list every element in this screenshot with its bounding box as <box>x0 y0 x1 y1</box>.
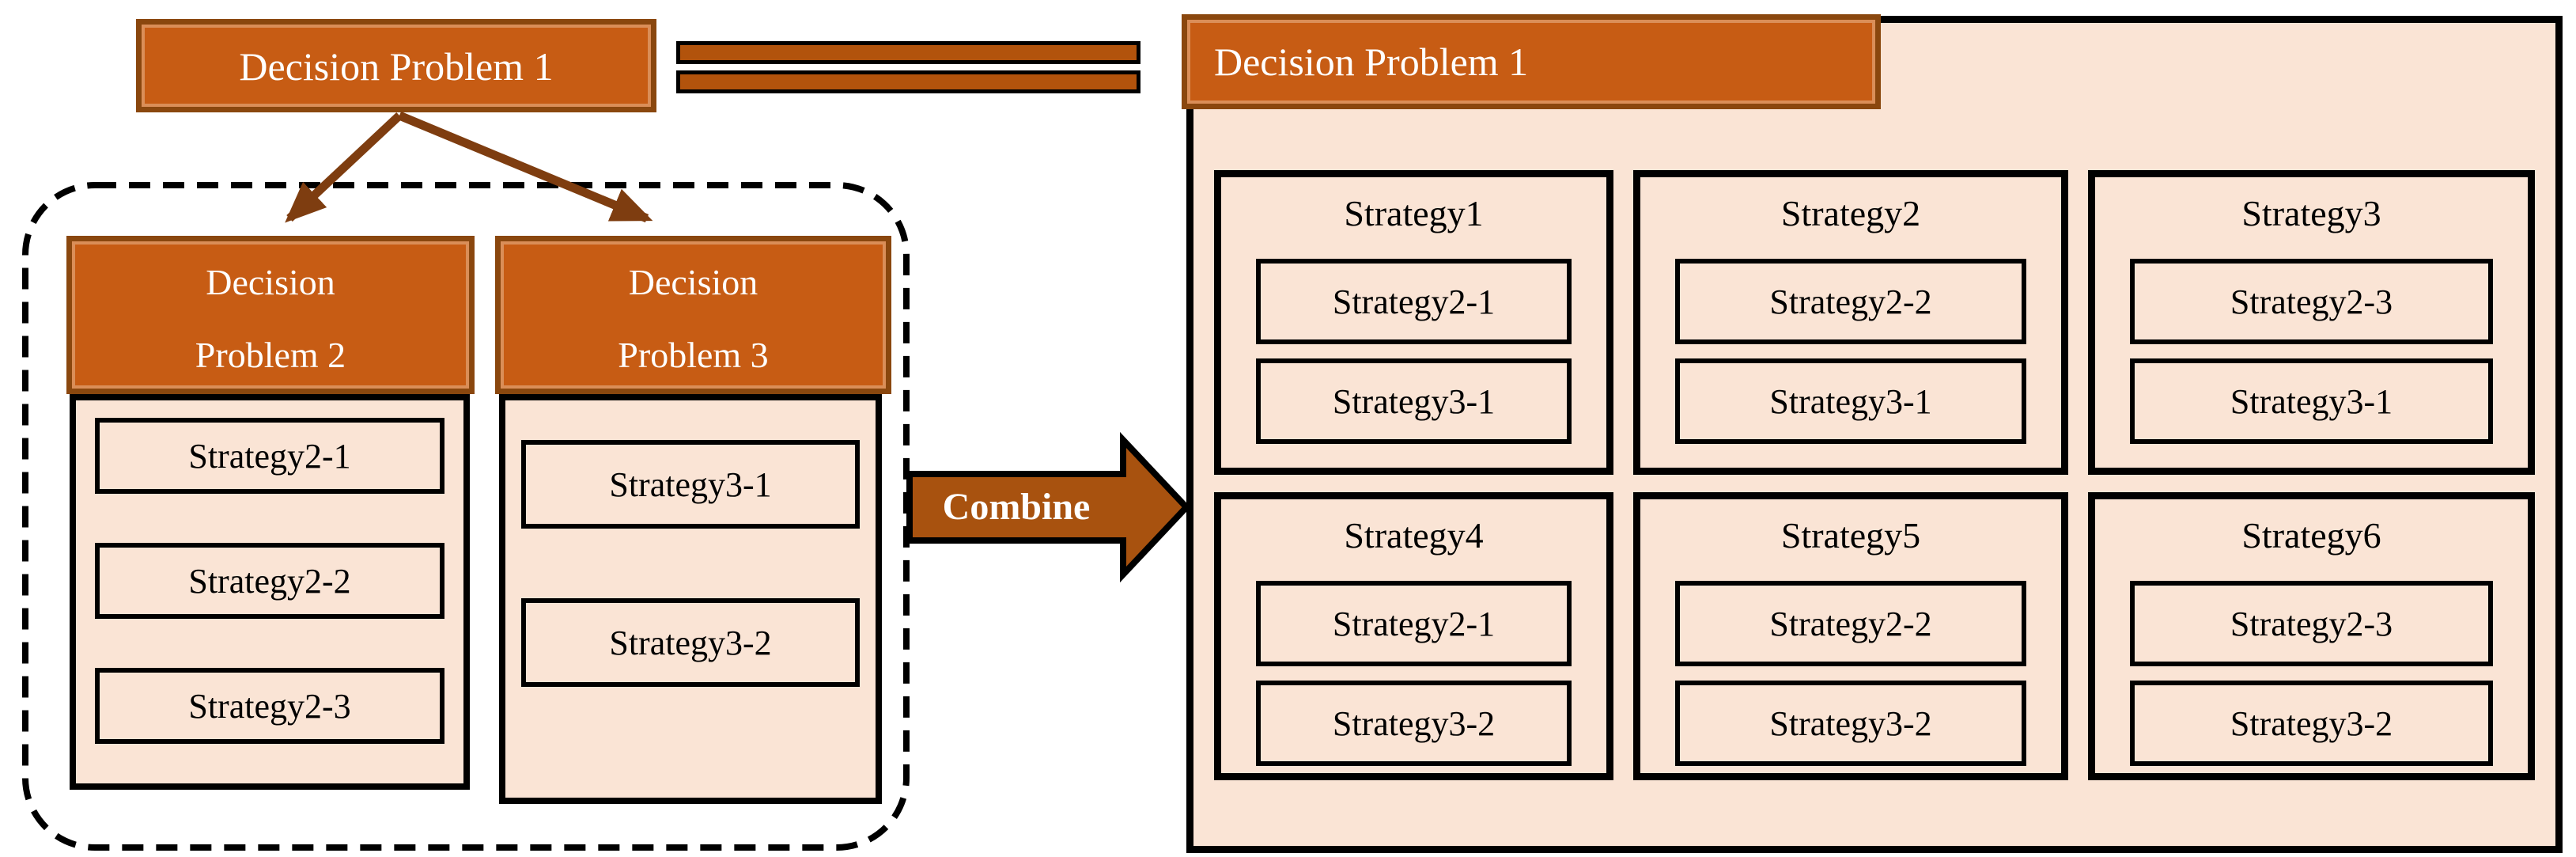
combined-strategy-cell: Strategy6 Strategy2-3 Strategy3-2 <box>2088 492 2535 780</box>
decision-problem-2-header: Decision Problem 2 <box>66 236 475 394</box>
cell-title: Strategy4 <box>1344 515 1484 556</box>
decision-problem-2-body: Strategy2-1 Strategy2-2 Strategy2-3 <box>70 394 470 790</box>
cell-title: Strategy3 <box>2241 193 2381 233</box>
connector-arrow-to-problem3 <box>397 111 653 223</box>
combined-strategy-cell: Strategy2 Strategy2-2 Strategy3-1 <box>1633 170 2068 475</box>
combined-strategy-cell: Strategy4 Strategy2-1 Strategy3-2 <box>1214 492 1613 780</box>
strategy-box: Strategy2-2 <box>95 543 444 619</box>
strategy-box: Strategy3-2 <box>521 598 860 687</box>
cell-title: Strategy5 <box>1780 515 1921 556</box>
cell-item: Strategy3-2 <box>2130 681 2493 766</box>
cell-item: Strategy3-2 <box>1675 681 2026 766</box>
cell-item: Strategy2-1 <box>1256 259 1572 344</box>
decision-problem-2-title-line2: Problem 2 <box>195 335 346 375</box>
decision-problem-2-title-line1: Decision <box>206 262 335 302</box>
cell-item: Strategy3-1 <box>1256 358 1572 444</box>
strategy-box: Strategy2-3 <box>95 668 444 744</box>
strategy-box: Strategy2-1 <box>95 418 444 494</box>
cell-item: Strategy2-2 <box>1675 581 2026 666</box>
cell-title: Strategy1 <box>1344 193 1484 233</box>
decision-problem-1-result-header: Decision Problem 1 <box>1182 14 1881 109</box>
cell-title: Strategy6 <box>2241 515 2381 556</box>
decision-problem-1-result-label: Decision Problem 1 <box>1214 40 1529 84</box>
decision-problem-1-source-label: Decision Problem 1 <box>239 44 554 89</box>
equals-bar-bottom <box>676 70 1140 93</box>
decision-problem-1-source-box: Decision Problem 1 <box>136 19 656 112</box>
combine-label: Combine <box>942 486 1091 528</box>
connector-arrow-to-problem2 <box>285 112 403 223</box>
combined-strategy-cell: Strategy1 Strategy2-1 Strategy3-1 <box>1214 170 1613 475</box>
cell-title: Strategy2 <box>1780 193 1921 233</box>
cell-item: Strategy2-3 <box>2130 259 2493 344</box>
decision-problem-3-title-line2: Problem 3 <box>618 335 769 375</box>
equals-bar-top <box>676 41 1140 64</box>
decision-problem-3-title-line1: Decision <box>628 262 758 302</box>
cell-item: Strategy3-2 <box>1256 681 1572 766</box>
decision-problem-3-body: Strategy3-1 Strategy3-2 <box>499 394 882 804</box>
strategy-box: Strategy3-1 <box>521 440 860 529</box>
combined-strategy-cell: Strategy5 Strategy2-2 Strategy3-2 <box>1633 492 2068 780</box>
cell-item: Strategy2-1 <box>1256 581 1572 666</box>
decision-problem-3-header: Decision Problem 3 <box>495 236 891 394</box>
cell-item: Strategy2-3 <box>2130 581 2493 666</box>
cell-item: Strategy3-1 <box>2130 358 2493 444</box>
cell-item: Strategy2-2 <box>1675 259 2026 344</box>
cell-item: Strategy3-1 <box>1675 358 2026 444</box>
combined-strategy-cell: Strategy3 Strategy2-3 Strategy3-1 <box>2088 170 2535 475</box>
